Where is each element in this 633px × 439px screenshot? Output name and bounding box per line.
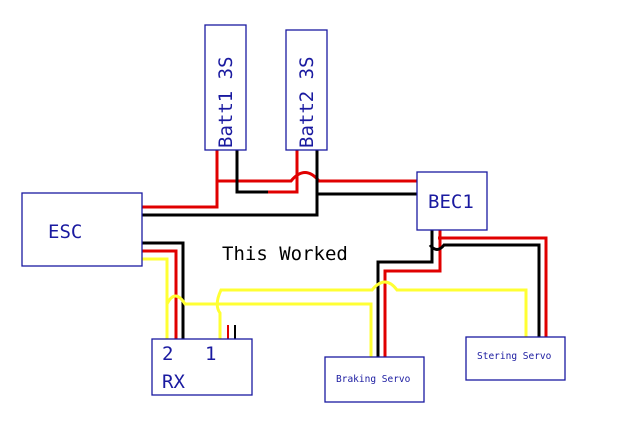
steering-servo-label: Stering Servo xyxy=(477,351,552,362)
wire-esc-ground xyxy=(142,241,185,339)
signal-wires xyxy=(165,280,528,357)
wire-batt2-positive xyxy=(268,150,299,194)
wire-signal-braking xyxy=(165,294,373,357)
wire-batt2-ground xyxy=(142,150,319,217)
esc-to-rx-wires xyxy=(142,241,185,339)
battery-2: Batt2 3S xyxy=(285,29,328,151)
rx-channel-2-label: 2 xyxy=(162,343,173,365)
battery-1: Batt1 3S xyxy=(204,24,247,151)
esc: ESC xyxy=(21,192,143,267)
rx-channel-1-label: 1 xyxy=(205,343,216,365)
wire-bec-positive-braking xyxy=(383,230,442,357)
receiver: 2 1 RX xyxy=(151,338,253,396)
wire-bec-positive-steering xyxy=(438,236,548,337)
bec-label: BEC1 xyxy=(428,191,474,213)
power-wires xyxy=(142,150,417,217)
wire-esc-positive-rx xyxy=(142,249,178,339)
esc-label: ESC xyxy=(48,221,82,243)
battery-1-label: Batt1 3S xyxy=(215,56,237,148)
wire-signal-steering xyxy=(215,280,528,339)
diagram-note: This Worked xyxy=(222,243,348,265)
rx-label: RX xyxy=(162,371,185,393)
wire-batt1-ground xyxy=(235,150,268,194)
bec: BEC1 xyxy=(416,171,488,231)
braking-servo-label: Braking Servo xyxy=(336,374,411,385)
battery-2-label: Batt2 3S xyxy=(296,56,318,148)
bec-output-wires xyxy=(376,230,548,357)
wire-batt-positive-bus xyxy=(217,171,417,183)
wire-esc-signal xyxy=(142,257,169,339)
wire-esc-positive xyxy=(142,150,219,209)
steering-servo: Stering Servo xyxy=(465,336,566,381)
braking-servo: Braking Servo xyxy=(324,356,425,403)
wire-bec-ground-steering xyxy=(428,243,541,337)
